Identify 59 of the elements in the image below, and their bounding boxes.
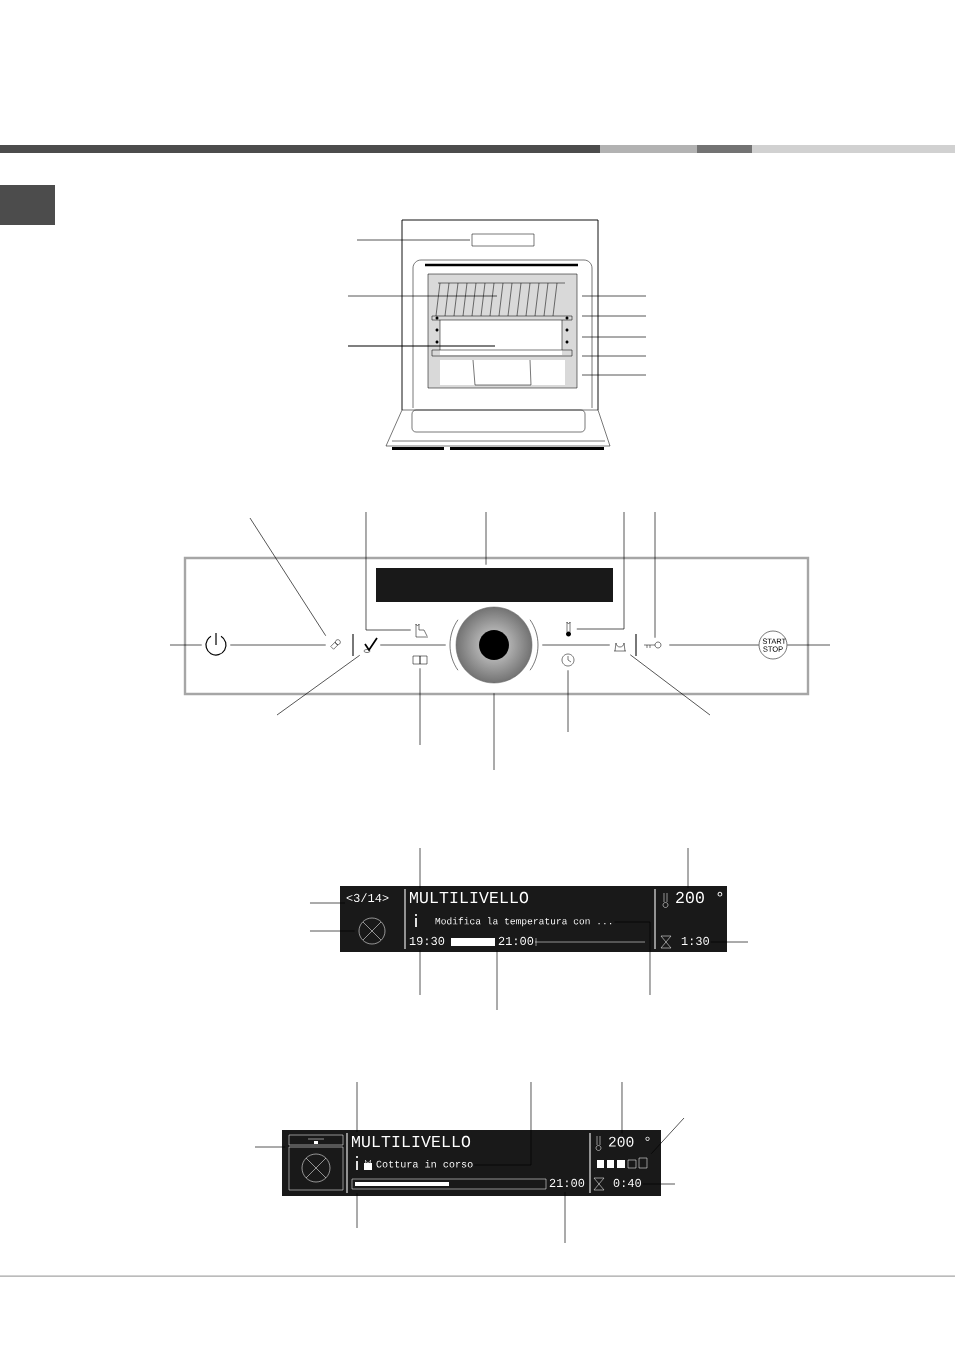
power-icon — [205, 632, 227, 656]
leader-line — [309, 930, 356, 932]
leader-line — [687, 847, 689, 889]
display-text: MULTILIVELLO — [352, 1135, 471, 1148]
leader-line — [654, 511, 656, 639]
leader-line — [564, 1191, 566, 1244]
leader-line — [419, 949, 421, 996]
fan-icon — [358, 917, 386, 945]
leader-line — [621, 1081, 623, 1134]
bell-icon — [613, 642, 627, 652]
leader-line — [650, 1117, 685, 1155]
display-text: 19:30 — [409, 936, 445, 945]
clock-icon — [561, 653, 575, 667]
leader-line — [642, 1183, 676, 1185]
leader-line — [169, 644, 203, 646]
display-text: 200 ° — [676, 891, 723, 904]
leader-line — [419, 667, 421, 746]
leader-line — [473, 1081, 532, 1166]
key-icon — [643, 641, 662, 649]
leader-line — [668, 644, 760, 646]
leader-line — [356, 1081, 358, 1133]
check-icon — [363, 637, 378, 653]
leader-line — [541, 644, 611, 646]
leader-line — [254, 1146, 286, 1148]
display-text: MULTILIVELLO — [410, 891, 529, 904]
book-icon — [412, 655, 428, 665]
hand-icon — [415, 623, 429, 638]
leader-line — [249, 517, 327, 637]
leader-line — [576, 511, 625, 630]
leader-line — [419, 847, 421, 889]
display-screen — [376, 568, 613, 602]
display-text: 21:00 — [498, 936, 534, 945]
leader-line — [493, 692, 495, 771]
leader-line — [276, 654, 361, 716]
display-text: <3/14> — [346, 893, 389, 902]
wrench-icon — [330, 639, 341, 650]
progress-bar — [351, 1178, 547, 1190]
leader-line — [379, 644, 447, 646]
leader-line — [614, 921, 651, 996]
thermometer-icon — [566, 621, 571, 637]
oven-icon — [288, 1134, 344, 1191]
leader-line — [356, 1192, 358, 1229]
display-text: 0:40 — [613, 1178, 641, 1187]
leader-line — [309, 902, 346, 904]
display-text: 21:00 — [549, 1178, 585, 1187]
leader-line — [496, 949, 498, 1011]
leader-line — [485, 511, 487, 566]
level-indicator — [597, 1157, 648, 1169]
display-text: Modifica la temperatura con ... — [435, 917, 612, 927]
leader-line — [710, 941, 749, 943]
leader-line — [567, 669, 569, 733]
display-text: Cottura in corso — [376, 1160, 473, 1168]
leader-line — [365, 511, 412, 631]
leader-line — [629, 654, 711, 716]
leader-line — [229, 644, 327, 646]
display-text: 1:30 — [681, 936, 709, 945]
display-text: 200 ° — [608, 1136, 650, 1147]
leader-line — [786, 644, 831, 646]
knob-drawing — [449, 606, 539, 684]
